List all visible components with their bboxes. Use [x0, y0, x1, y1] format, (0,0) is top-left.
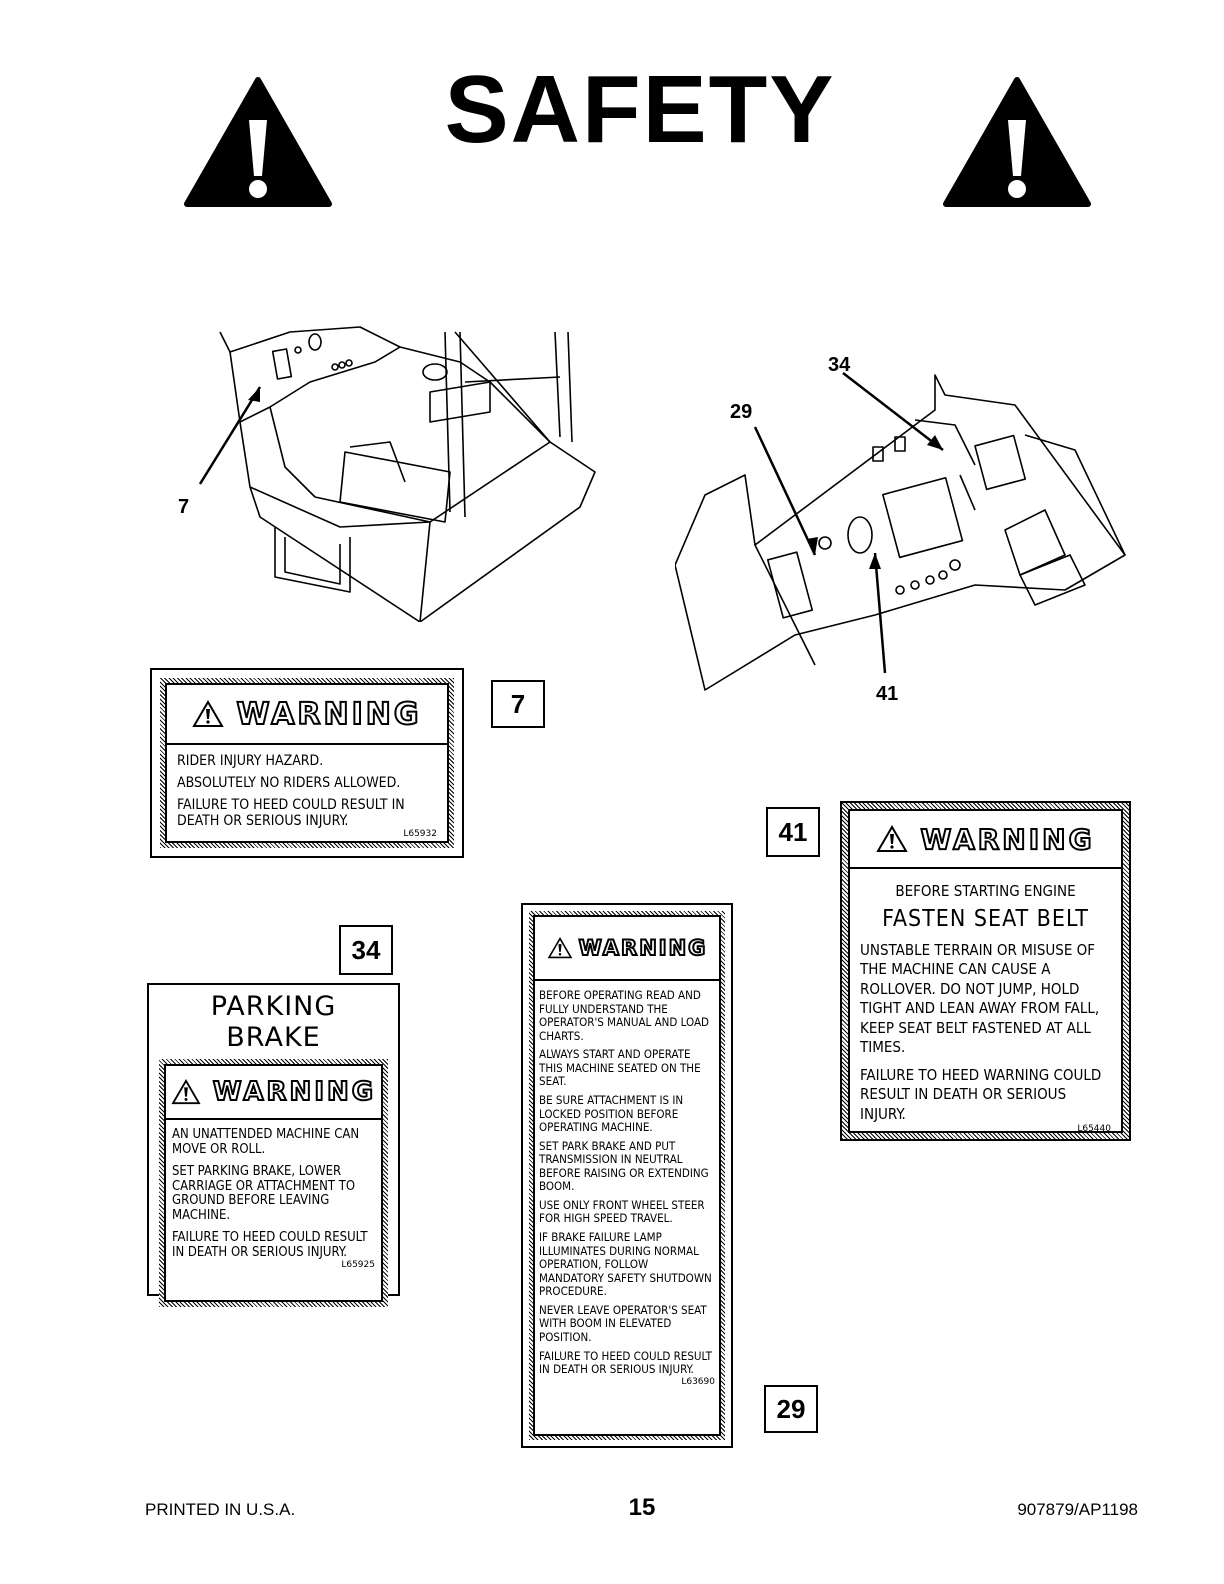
- decal-29-paragraph-2: ALWAYS START AND OPERATE THIS MACHINE SE…: [539, 1047, 701, 1089]
- decal-7-line-3: FAILURE TO HEED COULD RESULT IN DEATH OR…: [177, 797, 405, 830]
- decal-29-paragraph-3: BE SURE ATTACHMENT IS IN LOCKED POSITION…: [539, 1092, 684, 1135]
- page-title: SAFETY: [444, 56, 836, 163]
- decal-7: WARNING RIDER INJURY HAZARD. ABSOLUTELY …: [150, 668, 464, 858]
- decal-41-body: BEFORE STARTING ENGINE FASTEN SEAT BELT …: [850, 869, 1121, 1143]
- decal-41-paragraph-2: FAILURE TO HEED WARNING COULD RESULT IN …: [860, 1065, 1102, 1123]
- warning-header: WARNING: [535, 917, 719, 981]
- decal-29-paragraph-5: USE ONLY FRONT WHEEL STEER FOR HIGH SPEE…: [539, 1197, 705, 1226]
- warning-header: WARNING: [167, 685, 447, 745]
- alert-triangle-icon: [171, 1079, 201, 1105]
- warning-header: WARNING: [166, 1066, 381, 1120]
- warning-label: WARNING: [919, 822, 1095, 857]
- decal-code: L65925: [341, 1260, 375, 1271]
- decal-code: L65440: [1077, 1124, 1111, 1135]
- alert-triangle-icon: [547, 937, 572, 959]
- decal-number-7: 7: [491, 680, 545, 728]
- decal-29-paragraph-6: IF BRAKE FAILURE LAMP ILLUMINATES DURING…: [539, 1230, 712, 1299]
- callout-34: 34: [828, 354, 851, 376]
- callout-7: 7: [178, 496, 190, 518]
- warning-header: WARNING: [850, 811, 1121, 869]
- page-number: 15: [628, 1494, 656, 1521]
- decal-41-heading: FASTEN SEAT BELT: [882, 906, 1089, 933]
- decal-34-body: AN UNATTENDED MACHINE CAN MOVE OR ROLL. …: [166, 1120, 381, 1278]
- cab-illustration: [198, 326, 596, 622]
- footer-doc-id: 907879/AP1198: [1017, 1500, 1138, 1519]
- callout-41: 41: [876, 683, 899, 705]
- decal-34-paragraph-2: SET PARKING BRAKE, LOWER CARRIAGE OR ATT…: [172, 1164, 356, 1223]
- footer-printed: PRINTED IN U.S.A.: [145, 1500, 296, 1519]
- warning-label: WARNING: [235, 696, 422, 733]
- decal-code: L65932: [403, 829, 437, 840]
- decal-34: PARKING BRAKE WARNING AN UNATTENDED MACH…: [147, 983, 400, 1307]
- decal-34-paragraph-1: AN UNATTENDED MACHINE CAN MOVE OR ROLL.: [172, 1127, 360, 1157]
- decal-number-34: 34: [339, 925, 393, 975]
- decal-number-29: 29: [764, 1385, 818, 1433]
- warning-triangle-icon-left: [184, 77, 332, 207]
- decal-29-paragraph-8: FAILURE TO HEED COULD RESULT IN DEATH OR…: [539, 1348, 712, 1377]
- alert-triangle-icon: [192, 700, 225, 727]
- warning-triangle-icon-right: [943, 77, 1091, 207]
- decal-29-paragraph-7: NEVER LEAVE OPERATOR'S SEAT WITH BOOM IN…: [539, 1302, 707, 1344]
- decal-7-body: RIDER INJURY HAZARD. ABSOLUTELY NO RIDER…: [167, 745, 447, 844]
- decal-41-paragraph-1: UNSTABLE TERRAIN OR MISUSE OF THE MACHIN…: [860, 940, 1100, 1057]
- decal-34-paragraph-3: FAILURE TO HEED COULD RESULT IN DEATH OR…: [172, 1230, 368, 1260]
- warning-label: WARNING: [212, 1076, 377, 1108]
- decal-number-41: 41: [766, 807, 820, 857]
- callout-29: 29: [730, 401, 753, 423]
- decal-code: L63690: [681, 1376, 715, 1387]
- warning-label: WARNING: [578, 935, 708, 961]
- decal-34-heading: PARKING BRAKE: [210, 991, 337, 1053]
- decal-29-paragraph-1: BEFORE OPERATING READ AND FULLY UNDERSTA…: [539, 988, 710, 1043]
- alert-triangle-icon: [876, 825, 909, 852]
- decal-29: WARNING BEFORE OPERATING READ AND FULLY …: [521, 903, 733, 1448]
- decal-7-line-2: ABSOLUTELY NO RIDERS ALLOWED.: [177, 775, 401, 792]
- decal-41: WARNING BEFORE STARTING ENGINE FASTEN SE…: [840, 801, 1131, 1141]
- decal-29-paragraph-4: SET PARK BRAKE AND PUT TRANSMISSION IN N…: [539, 1138, 709, 1194]
- decal-41-subheading: BEFORE STARTING ENGINE: [895, 882, 1076, 900]
- dashboard-illustration: [675, 372, 1126, 691]
- decal-7-line-1: RIDER INJURY HAZARD.: [177, 753, 324, 769]
- decal-29-body: BEFORE OPERATING READ AND FULLY UNDERSTA…: [535, 981, 719, 1395]
